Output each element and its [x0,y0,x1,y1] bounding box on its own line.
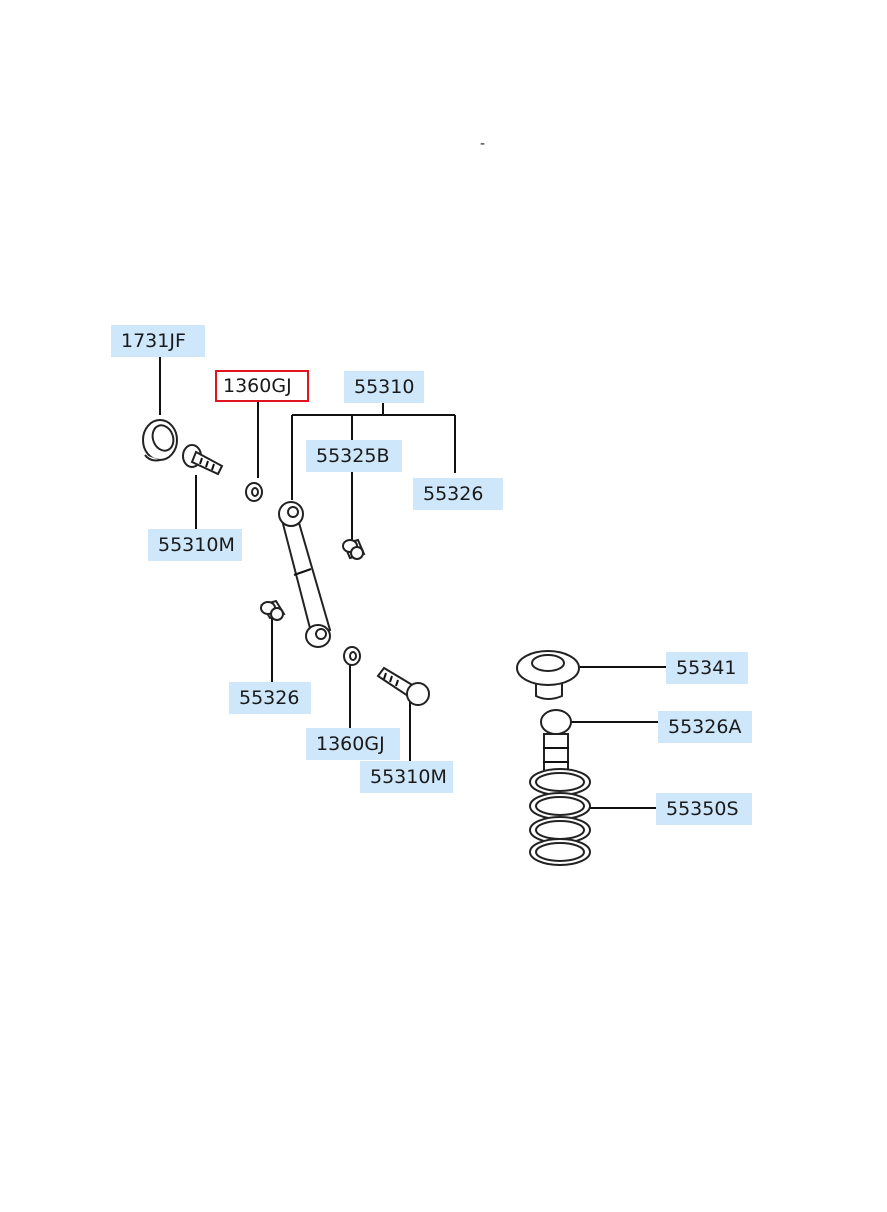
label-55325b[interactable]: 55325B [306,440,402,472]
label-55341[interactable]: 55341 [666,652,748,684]
stray-mark: - [480,136,485,152]
washer-bottom-drawing [343,646,361,666]
coil-spring-drawing [529,768,591,866]
label-55310[interactable]: 55310 [344,371,424,403]
washer-top-drawing [245,482,263,502]
leader-lines [159,356,666,809]
label-1360gj-top[interactable]: 1360GJ [215,370,309,402]
spring-seat-drawing [516,650,580,700]
label-1360gj-bottom[interactable]: 1360GJ [306,728,400,760]
bushing-1731jf-drawing [142,419,178,462]
label-55326-left[interactable]: 55326 [229,682,311,714]
label-1731jf[interactable]: 1731JF [111,325,205,357]
bushing-55325b-drawing [342,538,366,560]
bolt-lower-drawing [376,666,430,706]
bolt-upper-drawing [182,444,224,476]
label-55326a[interactable]: 55326A [658,711,752,743]
bushing-55326-left-drawing [260,599,286,621]
label-55310m-lower[interactable]: 55310M [360,761,453,793]
label-55350s[interactable]: 55350S [656,793,752,825]
label-55326-right[interactable]: 55326 [413,478,503,510]
label-55310m-upper[interactable]: 55310M [148,529,242,561]
shock-absorber-drawing [278,501,332,648]
